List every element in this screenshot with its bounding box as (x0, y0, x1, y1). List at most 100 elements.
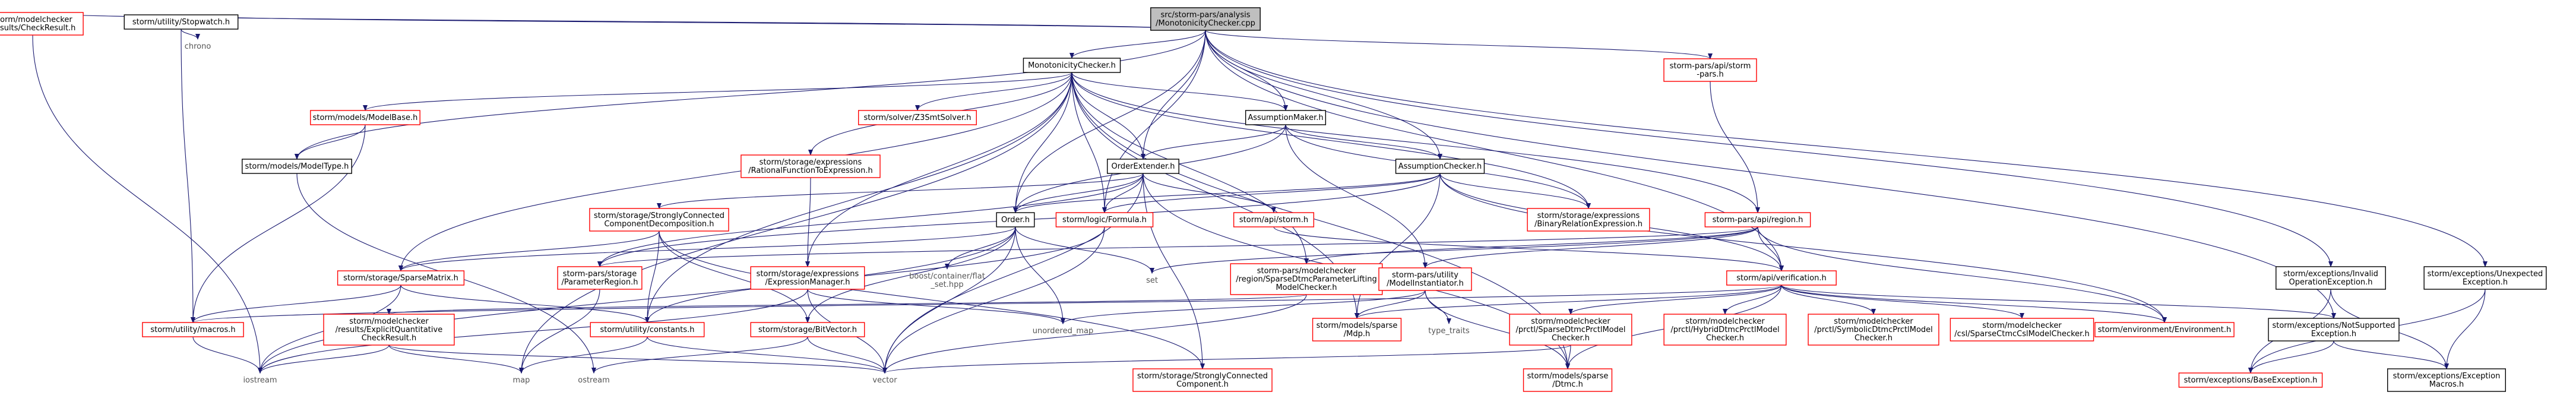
node-label: chrono (185, 42, 211, 51)
node-stormpars[interactable]: storm-pars/api/storm-pars.h (1663, 58, 1757, 82)
node-label: map (513, 376, 530, 385)
node-baseexc[interactable]: storm/exceptions/BaseException.h (2178, 372, 2323, 388)
node-constants[interactable]: storm/utility/constants.h (590, 322, 705, 337)
node-root[interactable]: src/storm-pars/analysis/MonotonicityChec… (1150, 7, 1261, 31)
node-label: storm/models/ModelType.h (245, 162, 349, 171)
node-box (2178, 372, 2323, 388)
node-csldtmc[interactable]: storm/modelchecker/csl/SparseCtmcCslMode… (1950, 318, 2094, 342)
node-box (1055, 212, 1154, 227)
node-region[interactable]: storm-pars/api/region.h (1704, 212, 1811, 227)
node-box (2094, 322, 2235, 337)
node-label: storm-pars/utility (1392, 271, 1458, 280)
node-box (857, 110, 977, 125)
edge-assumptionchecker-to-mdp (1355, 173, 1441, 319)
node-modelbase[interactable]: storm/models/ModelBase.h (310, 110, 420, 125)
node-invalidop[interactable]: storm/exceptions/InvalidOperationExcepti… (2276, 266, 2386, 290)
node-rationalfunc[interactable]: storm/storage/expressions/RationalFuncti… (740, 154, 881, 178)
edge-root-to-stormpars (1205, 30, 1713, 59)
edge-explicitquant-to-iostream (258, 344, 390, 374)
node-orderextender[interactable]: OrderExtender.h (1107, 159, 1179, 174)
node-label: /ModelInstantiator.h (1387, 279, 1464, 288)
node-box (1726, 270, 1837, 286)
edge-order-to-vector (882, 226, 1016, 374)
edge-sparsedtmcparam-to-explicitquant (387, 294, 1307, 315)
node-prctldtmc[interactable]: storm/modelchecker/prctl/SparseDtmcPrctl… (1509, 314, 1632, 346)
node-label: Checker.h (1552, 334, 1590, 343)
node-box (996, 212, 1035, 227)
node-macros[interactable]: storm/utility/macros.h (142, 322, 244, 337)
node-sparsematrix[interactable]: storm/storage/SparseMatrix.h (337, 270, 465, 286)
node-monoh[interactable]: MonotonicityChecker.h (1023, 58, 1121, 73)
edge-order-to-flatset (945, 226, 1016, 270)
edge-root-to-logicformula (1102, 30, 1206, 213)
edge-verification-to-csldtmc (1781, 284, 2024, 319)
edge-sparsematrix-to-macros (191, 284, 401, 323)
node-label: src/storm-pars/analysis (1160, 11, 1250, 20)
node-modeltype[interactable]: storm/models/ModelType.h (242, 159, 352, 174)
node-label: ComponentDecomposition.h (604, 220, 714, 229)
edge-root-to-unexpected (1205, 30, 2488, 267)
node-mdp[interactable]: storm/models/sparse/Mdp.h (1312, 318, 1402, 342)
node-paramregion[interactable]: storm-pars/storage/ParameterRegion.h (557, 266, 643, 290)
edge-modelinst-to-unorderedmap (1061, 290, 1426, 324)
edge-verification-to-environment (1781, 284, 2167, 323)
node-environment[interactable]: storm/environment/Environment.h (2094, 322, 2235, 337)
node-binrel[interactable]: storm/storage/expressions/BinaryRelation… (1527, 208, 1650, 232)
node-label: storm/models/sparse (1317, 321, 1398, 330)
edge-root-to-assumptionchecker (1205, 30, 1442, 160)
node-label: /prctl/SparseDtmcPrctlModel (1516, 325, 1626, 334)
node-label: storm/exceptions/Exception (2393, 372, 2501, 381)
edge-region-to-paramregion (597, 226, 1758, 267)
node-label: storm/storage/expressions (1537, 211, 1640, 220)
node-label: Checker.h (1706, 334, 1744, 343)
edge-exprmanager-to-unorderedmap (807, 289, 1065, 324)
node-box (1132, 368, 1273, 392)
node-label: OperationException.h (2289, 278, 2372, 287)
edge-region-to-verification (1757, 226, 1784, 271)
edge-assumptionmaker-to-assumptionchecker (1285, 124, 1442, 160)
node-modelinst[interactable]: storm-pars/utility/ModelInstantiator.h (1378, 267, 1472, 291)
node-order[interactable]: Order.h (996, 212, 1035, 227)
edge-verification-to-prctldtmc (1568, 284, 1782, 315)
node-dtmc[interactable]: storm/models/sparse/Dtmc.h (1523, 368, 1613, 392)
node-apistorm[interactable]: storm/api/storm.h (1233, 212, 1315, 227)
node-box (1378, 267, 1472, 291)
node-box (590, 322, 705, 337)
node-vector: vector (872, 376, 897, 385)
node-sccomp[interactable]: storm/storage/StronglyConnectedComponent… (1132, 368, 1273, 392)
node-z3[interactable]: storm/solver/Z3SmtSolver.h (857, 110, 977, 125)
node-verification[interactable]: storm/api/verification.h (1726, 270, 1837, 286)
edge-orderextender-to-sccomp (1143, 173, 1205, 369)
node-exprmanager[interactable]: storm/storage/expressions/ExpressionMana… (750, 266, 865, 290)
node-logicformula[interactable]: storm/logic/Formula.h (1055, 212, 1154, 227)
node-scc[interactable]: storm/storage/StronglyConnectedComponent… (589, 208, 729, 232)
node-checkresult[interactable]: storm/modelchecker/results/CheckResult.h (0, 12, 84, 36)
node-label: CheckResult.h (362, 334, 417, 343)
node-label: type_traits (1428, 327, 1470, 336)
node-label: storm/storage/BitVector.h (758, 325, 857, 334)
node-label: storm/modelchecker (1531, 317, 1610, 326)
node-assumptionmaker[interactable]: AssumptionMaker.h (1245, 110, 1327, 125)
edge-region-to-sparsedtmcparam (1304, 226, 1758, 264)
node-label: /BinaryRelationExpression.h (1534, 220, 1643, 229)
node-stopwatch[interactable]: storm/utility/Stopwatch.h (124, 14, 239, 30)
edge-apistorm-to-verification (1273, 226, 1784, 271)
node-explicitquant[interactable]: storm/modelchecker/results/ExplicitQuant… (323, 314, 455, 346)
node-symbolicdtmc[interactable]: storm/modelchecker/prctl/SymbolicDtmcPrc… (1808, 314, 1939, 346)
edge-assumptionmaker-to-orderextender (1141, 124, 1286, 160)
edge-verification-to-notsupported (1781, 284, 2336, 319)
node-bitvector[interactable]: storm/storage/BitVector.h (750, 322, 865, 337)
node-assumptionchecker[interactable]: AssumptionChecker.h (1395, 159, 1485, 174)
edge-checkresult-to-iostream (32, 34, 262, 374)
node-label: storm/utility/Stopwatch.h (132, 18, 230, 27)
node-box (1527, 208, 1650, 232)
node-hybriddtmc[interactable]: storm/modelchecker/prctl/HybridDtmcPrctl… (1663, 314, 1787, 346)
edge-assumptionchecker-to-binrel (1439, 173, 1591, 209)
node-label: storm/exceptions/Invalid (2283, 270, 2378, 279)
edge-orderextender-to-scc (657, 173, 1144, 209)
node-sparsedtmcparam[interactable]: storm-pars/modelchecker/region/SparseDtm… (1230, 263, 1383, 295)
edge-verification-to-hybriddtmc (1723, 284, 1782, 315)
